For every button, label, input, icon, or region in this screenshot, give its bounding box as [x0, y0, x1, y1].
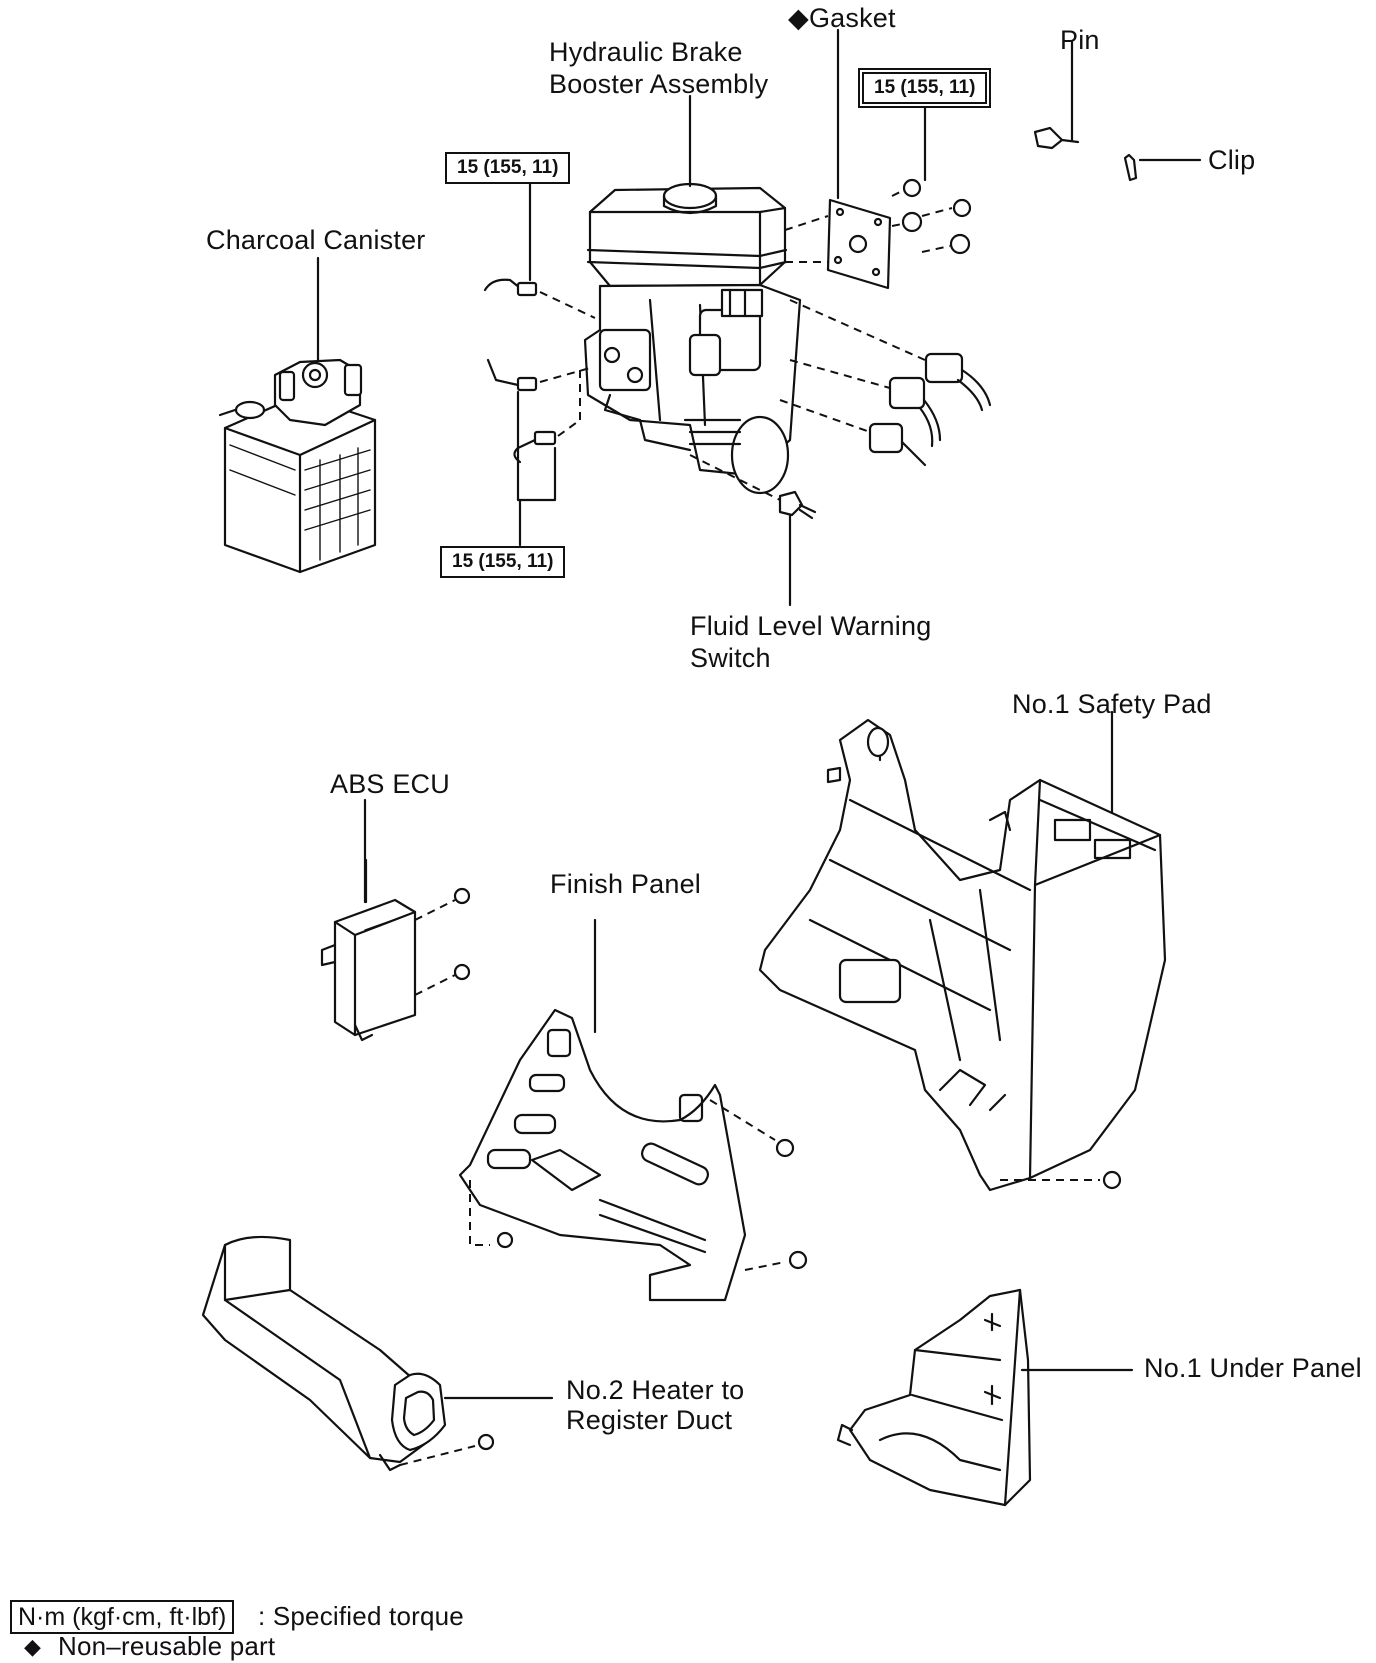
under-panel	[836, 1288, 1134, 1507]
hydraulic-brake-booster-label-line1: Hydraulic Brake	[549, 37, 743, 67]
legend-nonreusable-icon: ◆	[24, 1634, 42, 1659]
finish-panel	[458, 918, 808, 1302]
charcoal-canister-label: Charcoal Canister	[206, 225, 426, 255]
booster-connectors	[779, 299, 992, 467]
brake-lines	[483, 278, 596, 547]
legend-torque-unit-box: N·m (kgf·cm, ft·lbf)	[10, 1600, 235, 1634]
fluid-level-switch-label-line2: Switch	[690, 643, 771, 673]
torque-box-booster-bottom: 15 (155, 11)	[440, 546, 566, 578]
fluid-level-warning-switch	[689, 454, 817, 607]
torque-box-booster-top: 15 (155, 11)	[445, 152, 571, 184]
legend-torque-text: : Specified torque	[258, 1601, 464, 1631]
abs-ecu	[320, 798, 471, 1042]
abs-ecu-label: ABS ECU	[330, 769, 450, 799]
heater-register-duct	[201, 1235, 554, 1472]
safety-pad-label: No.1 Safety Pad	[1012, 689, 1212, 719]
clip-label: Clip	[1208, 145, 1256, 175]
hydraulic-brake-booster-assembly	[583, 182, 802, 495]
pin-and-clip	[1033, 40, 1202, 182]
under-panel-label: No.1 Under Panel	[1144, 1353, 1362, 1383]
safety-pad	[758, 710, 1167, 1192]
torque-box-gasket-nuts: 15 (155, 11)	[862, 72, 988, 104]
pin-label: Pin	[1060, 25, 1100, 55]
fluid-level-switch-label-line1: Fluid Level Warning	[690, 611, 932, 641]
finish-panel-label: Finish Panel	[550, 869, 701, 899]
leader-lines-top	[528, 28, 927, 282]
charcoal-canister	[218, 256, 377, 574]
gasket-label: ◆Gasket	[788, 3, 896, 33]
gasket-plate	[784, 178, 972, 290]
hydraulic-brake-booster-label-line2: Booster Assembly	[549, 69, 769, 99]
heater-duct-label-line1: No.2 Heater to	[566, 1375, 745, 1405]
legend-nonreusable-text: Non–reusable part	[58, 1631, 276, 1661]
heater-duct-label-line2: Register Duct	[566, 1405, 733, 1435]
